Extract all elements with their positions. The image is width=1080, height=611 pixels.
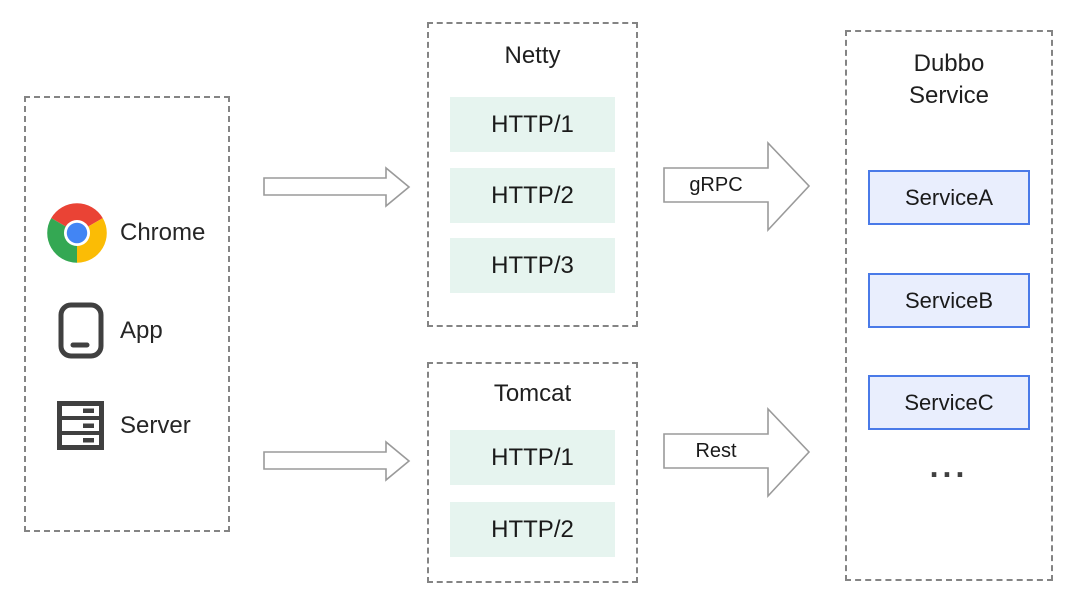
tomcat-protocol-http1: HTTP/1 (450, 430, 615, 485)
netty-protocol-http1: HTTP/1 (450, 97, 615, 152)
service-a-box: ServiceA (868, 170, 1030, 225)
grpc-arrow-label: gRPC (689, 173, 743, 196)
netty-protocol-http2: HTTP/2 (450, 168, 615, 223)
rest-arrow-label: Rest (695, 439, 737, 462)
arrow-rest (663, 407, 811, 499)
client-label-chrome: Chrome (120, 219, 206, 246)
clients-group-box (24, 96, 230, 532)
app-icon (58, 302, 104, 359)
server-icon (57, 401, 104, 450)
service-c-box: ServiceC (868, 375, 1030, 430)
dubbo-service-title: Dubbo Service (908, 50, 990, 109)
chrome-icon (47, 203, 107, 263)
client-label-server: Server (120, 412, 191, 439)
netty-protocol-http3: HTTP/3 (450, 238, 615, 293)
client-label-app: App (120, 317, 163, 344)
service-b-box: ServiceB (868, 273, 1030, 328)
arrow-clients-to-netty (263, 166, 411, 208)
netty-title: Netty (504, 42, 561, 69)
tomcat-protocol-http2: HTTP/2 (450, 502, 615, 557)
tomcat-title: Tomcat (493, 380, 572, 407)
arrow-clients-to-tomcat (263, 440, 411, 482)
more-services-ellipsis: ... (929, 448, 969, 484)
arrow-grpc (663, 141, 811, 233)
